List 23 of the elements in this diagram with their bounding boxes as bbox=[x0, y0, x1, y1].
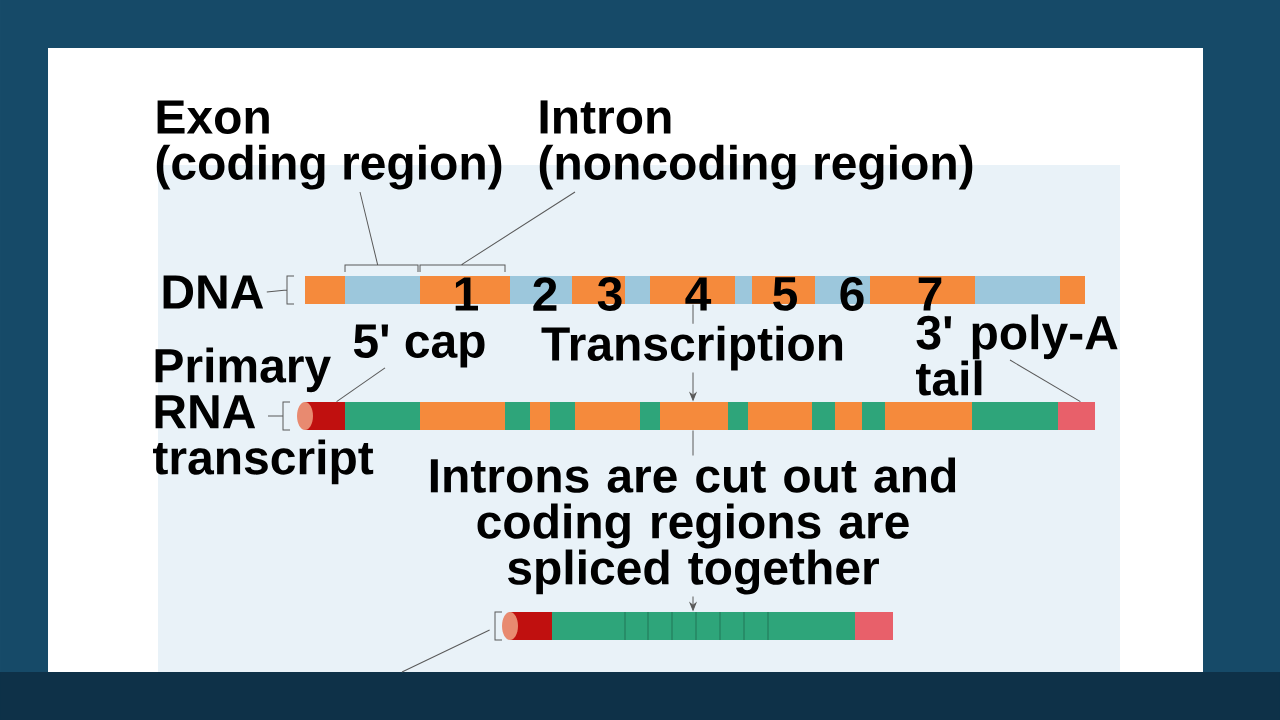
segment-number: 3 bbox=[597, 277, 622, 312]
label-text: DNA bbox=[163, 275, 264, 309]
edge-label: Transcription bbox=[539, 323, 848, 373]
segment-number: 6 bbox=[840, 277, 864, 311]
segment-number: 7 bbox=[918, 277, 942, 311]
segment-number: 5 bbox=[773, 277, 797, 311]
segment-number: 4 bbox=[685, 277, 712, 311]
leader-line bbox=[1009, 359, 1081, 403]
label-text: Exon (coding region) bbox=[156, 100, 502, 190]
label-text: 5' cap bbox=[353, 324, 485, 368]
leader-line bbox=[344, 191, 419, 273]
leader-line bbox=[266, 275, 295, 305]
edge-label: Introns are cut out and coding regions are spliced together bbox=[411, 455, 975, 597]
label-text: 3' poly-A tail bbox=[916, 314, 1118, 396]
leader-line bbox=[267, 401, 291, 431]
leader-line bbox=[401, 611, 503, 673]
mrna-strand bbox=[502, 611, 893, 641]
label-text: Intron (noncoding region) bbox=[539, 100, 973, 190]
segment-number: 1 bbox=[455, 277, 478, 311]
leader-line bbox=[336, 367, 386, 403]
leader-line bbox=[419, 191, 576, 273]
segment-number: 2 bbox=[533, 277, 557, 311]
rna-strand bbox=[297, 402, 1095, 430]
